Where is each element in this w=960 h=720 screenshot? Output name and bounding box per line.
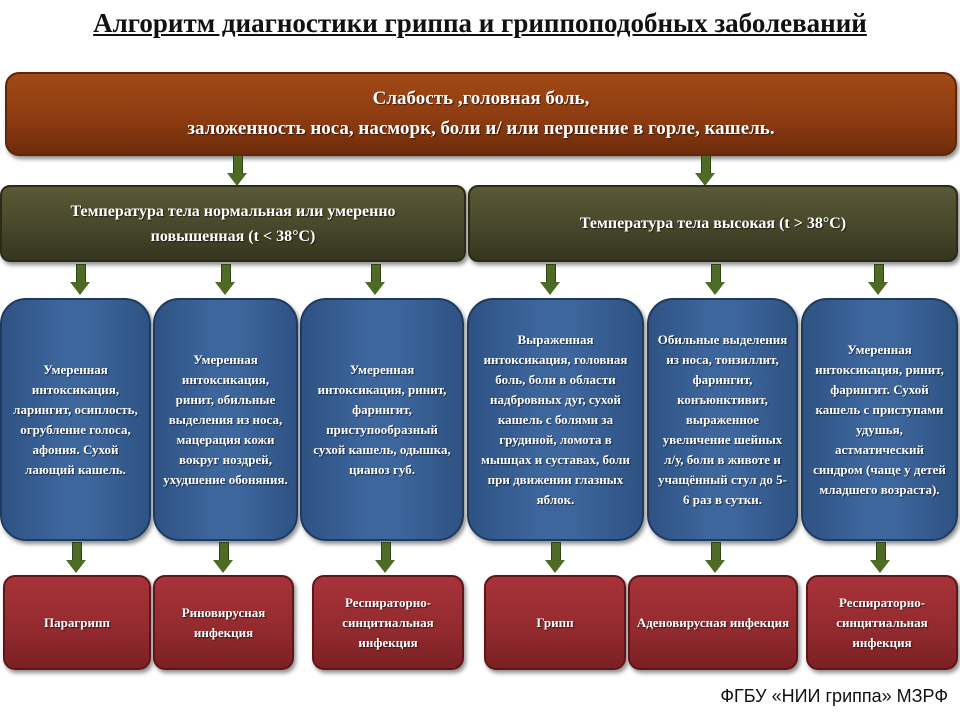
diagnosis-rhinovirus: Риновирусная инфекция <box>153 575 294 670</box>
symptoms-line-2: заложенность носа, насморк, боли и/ или … <box>187 118 775 139</box>
arrow-down-icon <box>66 542 86 574</box>
source-footer: ФГБУ «НИИ гриппа» МЗРФ <box>720 686 948 706</box>
arrow-down-icon <box>705 264 725 296</box>
arrow-down-icon <box>695 155 715 187</box>
description-box-rhinovirus: Умеренная интоксикация, ринит, обильные … <box>153 298 298 541</box>
diagnosis-parainfluenza: Парагрипп <box>3 575 151 670</box>
page-title: Алгоритм диагностики гриппа и гриппоподо… <box>93 8 867 38</box>
symptoms-box: Слабость ,головная боль, заложенность нос… <box>5 72 957 156</box>
arrow-down-icon <box>70 264 90 296</box>
arrow-down-icon <box>375 542 395 574</box>
description-box-rsv-2: Умеренная интоксикация, ринит, фарингит.… <box>801 298 958 541</box>
symptoms-line-1: Слабость ,головная боль, <box>372 88 590 109</box>
temperature-normal-box: Температура тела нормальная или умеренно… <box>0 185 466 262</box>
description-box-parainfluenza: Умеренная интоксикация, ларингит, осипло… <box>0 298 151 541</box>
arrow-down-icon <box>870 542 890 574</box>
temperature-high-box: Температура тела высокая (t > 38°C) <box>468 185 958 262</box>
description-box-rsv: Умеренная интоксикация, ринит, фарингит,… <box>300 298 464 541</box>
diagnosis-adenovirus: Аденовирусная инфекция <box>628 575 798 670</box>
arrow-down-icon <box>705 542 725 574</box>
arrow-down-icon <box>365 264 385 296</box>
arrow-down-icon <box>215 264 235 296</box>
diagnosis-rsv-2: Респираторно-синцитиальная инфекция <box>806 575 958 670</box>
diagnosis-rsv: Респираторно-синцитиальная инфекция <box>312 575 464 670</box>
arrow-down-icon <box>227 155 247 187</box>
arrow-down-icon <box>540 264 560 296</box>
arrow-down-icon <box>545 542 565 574</box>
description-box-adenovirus: Обильные выделения из носа, тонзиллит, ф… <box>647 298 798 541</box>
diagnosis-influenza: Грипп <box>484 575 626 670</box>
arrow-down-icon <box>213 542 233 574</box>
description-box-influenza: Выраженная интоксикация, головная боль, … <box>467 298 644 541</box>
arrow-down-icon <box>868 264 888 296</box>
